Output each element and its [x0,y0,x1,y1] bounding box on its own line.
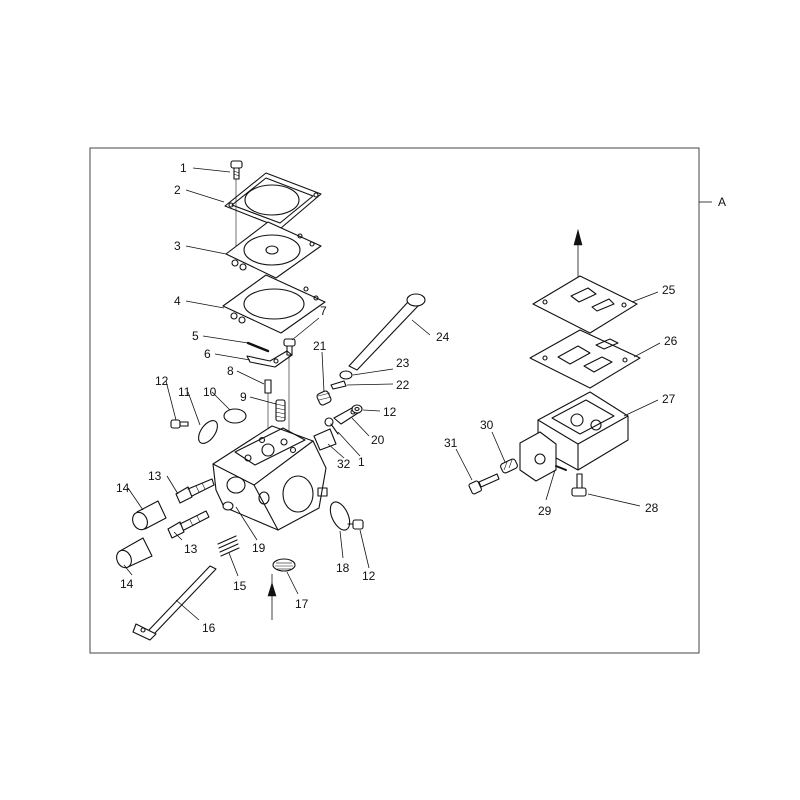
part-throttle-shaft-24 [348,293,426,371]
callout-24: 24 [436,330,450,344]
callout-6: 6 [204,347,211,361]
callout-13-lower: 13 [184,542,198,556]
callout-12-left: 12 [155,374,169,388]
part-filter-screen-17 [272,558,296,572]
callout-10: 10 [203,385,217,399]
part-gasket-4 [222,274,326,334]
part-screw-28 [571,473,587,497]
part-spring-30 [500,458,518,474]
part-clip-22 [330,380,347,390]
part-pin-29 [555,465,567,471]
callout-25: 25 [662,283,676,297]
part-choke-shaft-16 [132,565,217,641]
callout-4: 4 [174,294,181,308]
leader-lines [123,167,661,621]
part-washer-small [222,501,234,511]
part-diaphragm-26 [529,329,641,389]
part-spring-21 [316,390,332,406]
callout-14-lower: 14 [120,577,134,591]
callout-3: 3 [174,239,181,253]
part-ring-23 [339,370,353,380]
part-throttle-plate-11 [198,420,218,444]
diagram-frame [89,147,700,654]
part-spring-9 [275,399,286,422]
part-pump-body-27 [519,391,629,482]
callout-30: 30 [480,418,494,432]
part-pump-cover-2 [224,172,322,229]
part-lever-6 [246,350,293,368]
callout-27: 27 [662,392,676,406]
part-needle-8 [264,379,272,430]
part-cap-14-lower [116,537,153,569]
part-nut-12-mid [351,404,363,414]
callout-2: 2 [174,183,181,197]
callout-7: 7 [320,304,327,318]
callout-5: 5 [192,329,199,343]
part-cap-14-upper [132,500,167,531]
part-pin-5 [246,341,270,353]
callout-21: 21 [313,339,327,353]
callout-23: 23 [396,356,410,370]
callout-20: 20 [371,433,385,447]
callout-11: 11 [178,385,191,399]
part-spring-19 [217,535,240,557]
part-carburetor-body [212,425,328,531]
callout-9: 9 [240,390,247,404]
callout-19: 19 [252,541,266,555]
callout-1-top: 1 [180,161,187,175]
part-screw-12-left [170,419,189,429]
callout-22: 22 [396,378,410,392]
part-needle-13-upper [175,478,215,504]
callout-28: 28 [645,501,659,515]
part-needle-13-lower [167,510,210,539]
part-gasket-25 [532,275,638,334]
callout-8: 8 [227,364,234,378]
part-screw-12-right [347,519,364,530]
callout-18: 18 [336,561,350,575]
part-screw-7 [283,338,296,356]
part-diaphragm-3 [225,221,322,279]
callout-31: 31 [444,436,458,450]
section-label: A [718,195,726,209]
callout-15: 15 [233,579,247,593]
callout-29: 29 [538,504,552,518]
callout-13-upper: 13 [148,469,162,483]
callout-26: 26 [664,334,678,348]
callout-16: 16 [202,621,216,635]
callout-labels: 1 2 3 4 5 6 7 8 9 10 11 12 21 23 22 24 1… [116,161,678,635]
part-plug-10 [223,408,247,424]
part-screw-1-mid [324,417,339,435]
callout-14-upper: 14 [116,481,130,495]
callout-12-mid: 12 [383,405,397,419]
callout-32: 32 [337,457,351,471]
callout-12-right: 12 [362,569,376,583]
part-screw-1 [230,160,243,180]
part-choke-plate-18 [329,501,351,531]
part-lever-32 [313,428,337,451]
part-screw-31 [468,473,500,495]
callout-17: 17 [295,597,309,611]
callout-1-mid: 1 [358,455,365,469]
